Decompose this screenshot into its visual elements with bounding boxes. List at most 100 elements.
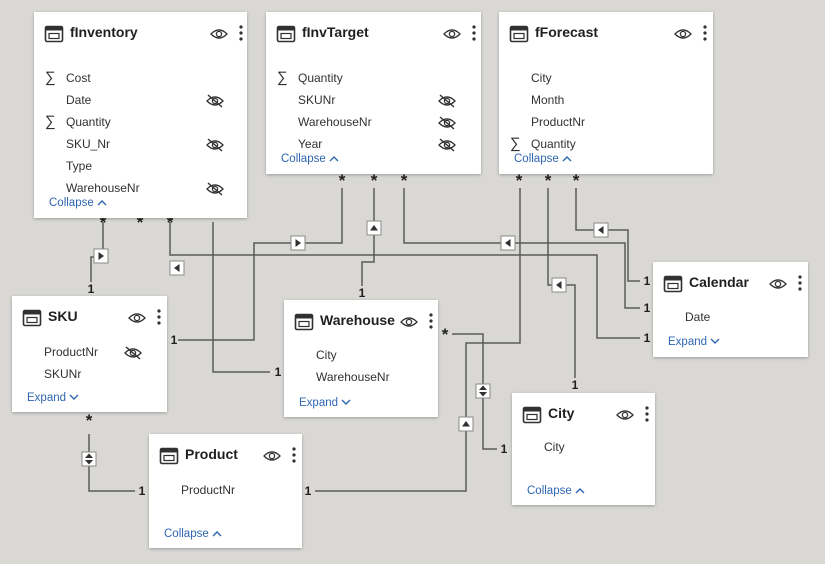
- relationship-line[interactable]: [575, 188, 640, 282]
- chevron-up-icon: [209, 528, 222, 540]
- table-title: SKU: [48, 308, 78, 324]
- table-title: Warehouse: [320, 312, 395, 328]
- field-name: WarehouseNr: [298, 115, 372, 129]
- many-cardinality-label: *: [339, 171, 346, 190]
- table-header[interactable]: Calendar: [653, 262, 808, 302]
- collapse-button[interactable]: Collapse: [164, 528, 222, 540]
- relationship-line[interactable]: [212, 222, 270, 373]
- visibility-eye-icon[interactable]: [128, 311, 146, 325]
- relationship-line[interactable]: [361, 188, 375, 286]
- collapse-button[interactable]: Collapse: [49, 197, 107, 209]
- more-options-icon[interactable]: [290, 445, 298, 465]
- hidden-eye-slash-icon[interactable]: [206, 138, 224, 152]
- field-row[interactable]: ProductNr: [149, 480, 302, 502]
- one-cardinality-label: 1: [501, 442, 508, 456]
- toggle-label: Expand: [668, 336, 708, 348]
- field-row[interactable]: WarehouseNr: [34, 178, 247, 200]
- hidden-eye-slash-icon[interactable]: [438, 116, 456, 130]
- field-row[interactable]: Year: [266, 134, 481, 156]
- toggle-label: Collapse: [49, 197, 94, 209]
- relationship-line[interactable]: [169, 222, 640, 339]
- table-header[interactable]: SKU: [12, 296, 167, 336]
- field-row[interactable]: ProductNr: [499, 112, 713, 134]
- field-name: Quantity: [66, 115, 111, 129]
- more-options-icon[interactable]: [427, 311, 435, 331]
- hidden-eye-slash-icon[interactable]: [438, 138, 456, 152]
- toggle-label: Collapse: [527, 485, 572, 497]
- field-row[interactable]: City: [499, 68, 713, 90]
- table-header[interactable]: Warehouse: [284, 300, 438, 340]
- field-name: SKUNr: [44, 367, 82, 381]
- expand-button[interactable]: Expand: [27, 392, 79, 404]
- table-header[interactable]: City: [512, 393, 655, 433]
- cross-filter-arrow-icon: [290, 235, 306, 251]
- table-title: City: [548, 405, 575, 421]
- field-row[interactable]: Month: [499, 90, 713, 112]
- many-cardinality-label: *: [401, 171, 408, 190]
- relationship-line[interactable]: [178, 188, 343, 341]
- collapse-button[interactable]: Collapse: [514, 153, 572, 165]
- field-row[interactable]: SKUNr: [12, 364, 167, 386]
- field-name: City: [544, 440, 565, 454]
- table-header[interactable]: Product: [149, 434, 302, 474]
- relationship-line[interactable]: [315, 188, 521, 492]
- chevron-up-icon: [572, 485, 585, 497]
- visibility-eye-icon[interactable]: [616, 408, 634, 422]
- collapse-button[interactable]: Collapse: [527, 485, 585, 497]
- visibility-eye-icon[interactable]: [263, 449, 281, 463]
- more-options-icon[interactable]: [796, 273, 804, 293]
- field-row[interactable]: ∑Quantity: [499, 134, 713, 156]
- expand-button[interactable]: Expand: [299, 397, 351, 409]
- field-row[interactable]: City: [284, 345, 438, 367]
- more-options-icon[interactable]: [701, 23, 709, 43]
- field-row[interactable]: SKU_Nr: [34, 134, 247, 156]
- collapse-button[interactable]: Collapse: [281, 153, 339, 165]
- table-icon: [159, 446, 179, 466]
- field-row[interactable]: ∑Quantity: [34, 112, 247, 134]
- table-header[interactable]: fForecast: [499, 12, 713, 52]
- more-options-icon[interactable]: [237, 23, 245, 43]
- table-icon: [663, 274, 683, 294]
- hidden-eye-slash-icon[interactable]: [124, 346, 142, 360]
- hidden-eye-slash-icon[interactable]: [206, 182, 224, 196]
- field-row[interactable]: WarehouseNr: [284, 367, 438, 389]
- field-row[interactable]: Date: [34, 90, 247, 112]
- relationship-line[interactable]: [403, 188, 640, 309]
- table-title: Calendar: [689, 274, 749, 290]
- many-cardinality-label: *: [545, 171, 552, 190]
- more-options-icon[interactable]: [643, 404, 651, 424]
- field-row[interactable]: City: [512, 437, 655, 459]
- field-row[interactable]: ∑Cost: [34, 68, 247, 90]
- table-header[interactable]: fInvTarget: [266, 12, 481, 52]
- one-cardinality-label: 1: [275, 365, 282, 379]
- visibility-eye-icon[interactable]: [400, 315, 418, 329]
- field-row[interactable]: ProductNr: [12, 342, 167, 364]
- field-row[interactable]: WarehouseNr: [266, 112, 481, 134]
- visibility-eye-icon[interactable]: [769, 277, 787, 291]
- table-header[interactable]: fInventory: [34, 12, 247, 52]
- hidden-eye-slash-icon[interactable]: [438, 94, 456, 108]
- visibility-eye-icon[interactable]: [443, 27, 461, 41]
- visibility-eye-icon[interactable]: [674, 27, 692, 41]
- hidden-eye-slash-icon[interactable]: [206, 94, 224, 108]
- expand-button[interactable]: Expand: [668, 336, 720, 348]
- one-cardinality-label: 1: [139, 484, 146, 498]
- visibility-eye-icon[interactable]: [210, 27, 228, 41]
- more-options-icon[interactable]: [470, 23, 478, 43]
- field-row[interactable]: Date: [653, 307, 808, 329]
- chevron-down-icon: [66, 392, 79, 404]
- field-row[interactable]: SKUNr: [266, 90, 481, 112]
- more-options-icon[interactable]: [155, 307, 163, 327]
- chevron-up-icon: [326, 153, 339, 165]
- field-row[interactable]: Type: [34, 156, 247, 178]
- field-row[interactable]: ∑Quantity: [266, 68, 481, 90]
